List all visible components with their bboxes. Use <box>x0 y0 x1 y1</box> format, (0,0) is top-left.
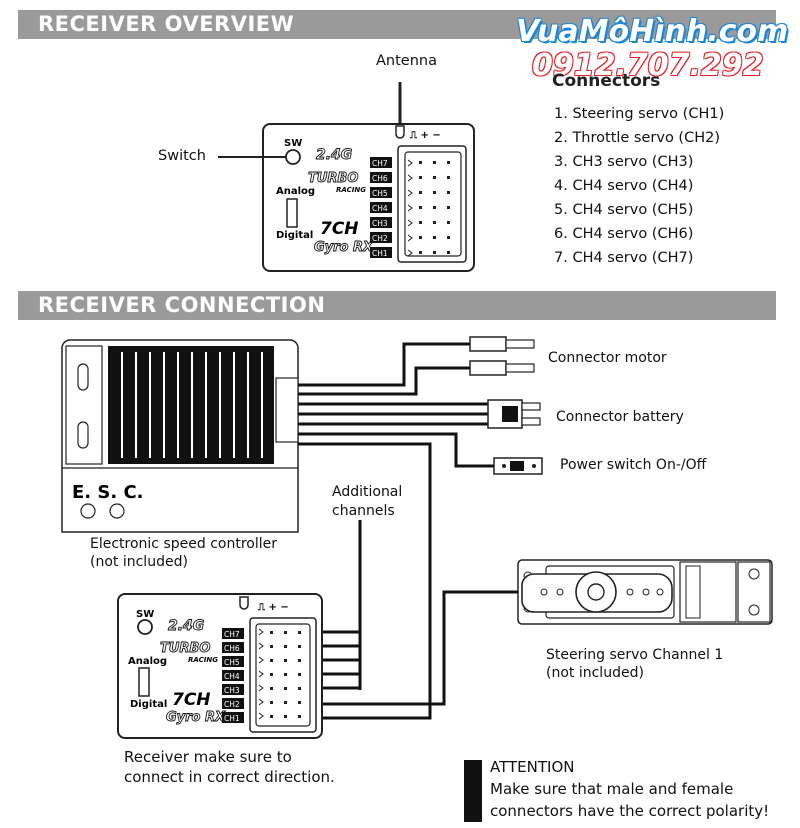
ch-tag: CH4 <box>224 672 240 681</box>
overview-header-title: RECEIVER OVERVIEW <box>38 12 295 36</box>
polarity-text: ⎍ + − <box>409 130 441 141</box>
connector-motor-label: Connector motor <box>548 350 667 366</box>
antenna-label: Antenna <box>376 53 437 69</box>
brand-sub-text: RACING <box>188 656 218 664</box>
ch-tag: CH7 <box>372 159 388 168</box>
connectors-list: 1. Steering servo (CH1) 2. Throttle serv… <box>554 102 724 270</box>
overview-channel-tags: CH7 CH6 CH5 CH4 CH3 CH2 CH1 <box>370 157 392 258</box>
antenna-base <box>395 125 405 139</box>
connection-channel-tags: CH7 CH6 CH5 CH4 CH3 CH2 CH1 <box>222 628 244 723</box>
mode-switch <box>286 198 298 228</box>
servo-wire <box>316 590 518 706</box>
power-switch <box>493 457 543 475</box>
receiver-caption-2: connect in correct direction. <box>124 768 335 786</box>
additional-channels-label-2: channels <box>332 503 395 519</box>
overview-receiver: SW 2.4G TURBO RACING Analog Digital 7CH … <box>218 82 475 272</box>
connection-header: RECEIVER CONNECTION <box>18 291 776 320</box>
attention-bar <box>464 760 482 822</box>
ch-tag: CH2 <box>372 234 388 243</box>
connector-item: 3. CH3 servo (CH3) <box>554 154 694 170</box>
servo-caption-1: Steering servo Channel 1 <box>546 647 724 663</box>
model-sub-text: Gyro RX <box>314 240 374 255</box>
brand-top-text: TURBO <box>308 171 358 186</box>
band-text: 2.4G <box>168 618 204 634</box>
overview-pin-header <box>397 145 467 263</box>
polarity-text: ⎍ + − <box>257 602 289 613</box>
sw-text: SW <box>284 138 302 149</box>
digital-text: Digital <box>130 699 167 710</box>
esc-caption-2: (not included) <box>90 554 188 570</box>
brand-top-text: TURBO <box>160 641 210 656</box>
attention-line-1: Make sure that male and female <box>490 780 734 798</box>
power-switch-label: Power switch On-/Off <box>560 457 707 473</box>
watermark-brand: VuaMôHình.com <box>516 14 789 49</box>
band-text: 2.4G <box>316 147 352 163</box>
esc-caption-1: Electronic speed controller <box>90 536 277 552</box>
connector-item: 7. CH4 servo (CH7) <box>554 250 694 266</box>
steering-servo <box>517 559 773 625</box>
connection-header-title: RECEIVER CONNECTION <box>38 293 326 317</box>
digital-text: Digital <box>276 230 313 241</box>
ch-tag: CH4 <box>372 204 388 213</box>
model-text: 7CH <box>320 219 359 239</box>
motor-connectors <box>469 336 535 376</box>
ch-tag: CH2 <box>224 700 240 709</box>
esc-wires <box>298 342 494 720</box>
attention-title: ATTENTION <box>490 758 575 776</box>
esc-unit: E. S. C. <box>61 339 299 533</box>
connection-receiver: SW 2.4G TURBO RACING Analog Digital 7CH … <box>117 593 323 739</box>
ch-tag: CH3 <box>224 686 240 695</box>
connector-item: 4. CH4 servo (CH4) <box>554 178 694 194</box>
model-sub-text: Gyro RX <box>166 710 226 725</box>
esc-label: E. S. C. <box>72 482 144 503</box>
switch-button <box>285 149 301 165</box>
ch-tag: CH6 <box>372 174 388 183</box>
connector-item: 1. Steering servo (CH1) <box>554 106 725 122</box>
ch-tag: CH5 <box>224 658 240 667</box>
receiver-caption-1: Receiver make sure to <box>124 748 292 766</box>
servo-caption-2: (not included) <box>546 665 644 681</box>
connection-pin-header <box>249 617 317 733</box>
connector-item: 6. CH4 servo (CH6) <box>554 226 694 242</box>
additional-channels-label-1: Additional <box>332 484 403 500</box>
ch-tag: CH3 <box>372 219 388 228</box>
analog-text: Analog <box>128 656 167 667</box>
additional-channel-wires <box>316 520 362 690</box>
connectors-title: Connectors <box>552 71 661 91</box>
battery-connector <box>487 399 541 429</box>
brand-sub-text: RACING <box>336 186 366 194</box>
connector-item: 2. Throttle servo (CH2) <box>554 130 720 146</box>
model-text: 7CH <box>172 690 211 710</box>
ch-tag: CH1 <box>224 714 240 723</box>
connector-battery-label: Connector battery <box>556 409 684 425</box>
attention-line-2: connectors have the correct polarity! <box>490 802 770 820</box>
overview-header: RECEIVER OVERVIEW <box>18 10 776 39</box>
switch-label: Switch <box>158 148 206 164</box>
analog-text: Analog <box>276 186 315 197</box>
watermark-phone: 0912.707.292 <box>532 48 764 83</box>
ch-tag: CH5 <box>372 189 388 198</box>
ch-tag: CH7 <box>224 630 240 639</box>
ch-tag: CH1 <box>372 249 388 258</box>
sw-text: SW <box>136 609 154 620</box>
connector-item: 5. CH4 servo (CH5) <box>554 202 694 218</box>
ch-tag: CH6 <box>224 644 240 653</box>
